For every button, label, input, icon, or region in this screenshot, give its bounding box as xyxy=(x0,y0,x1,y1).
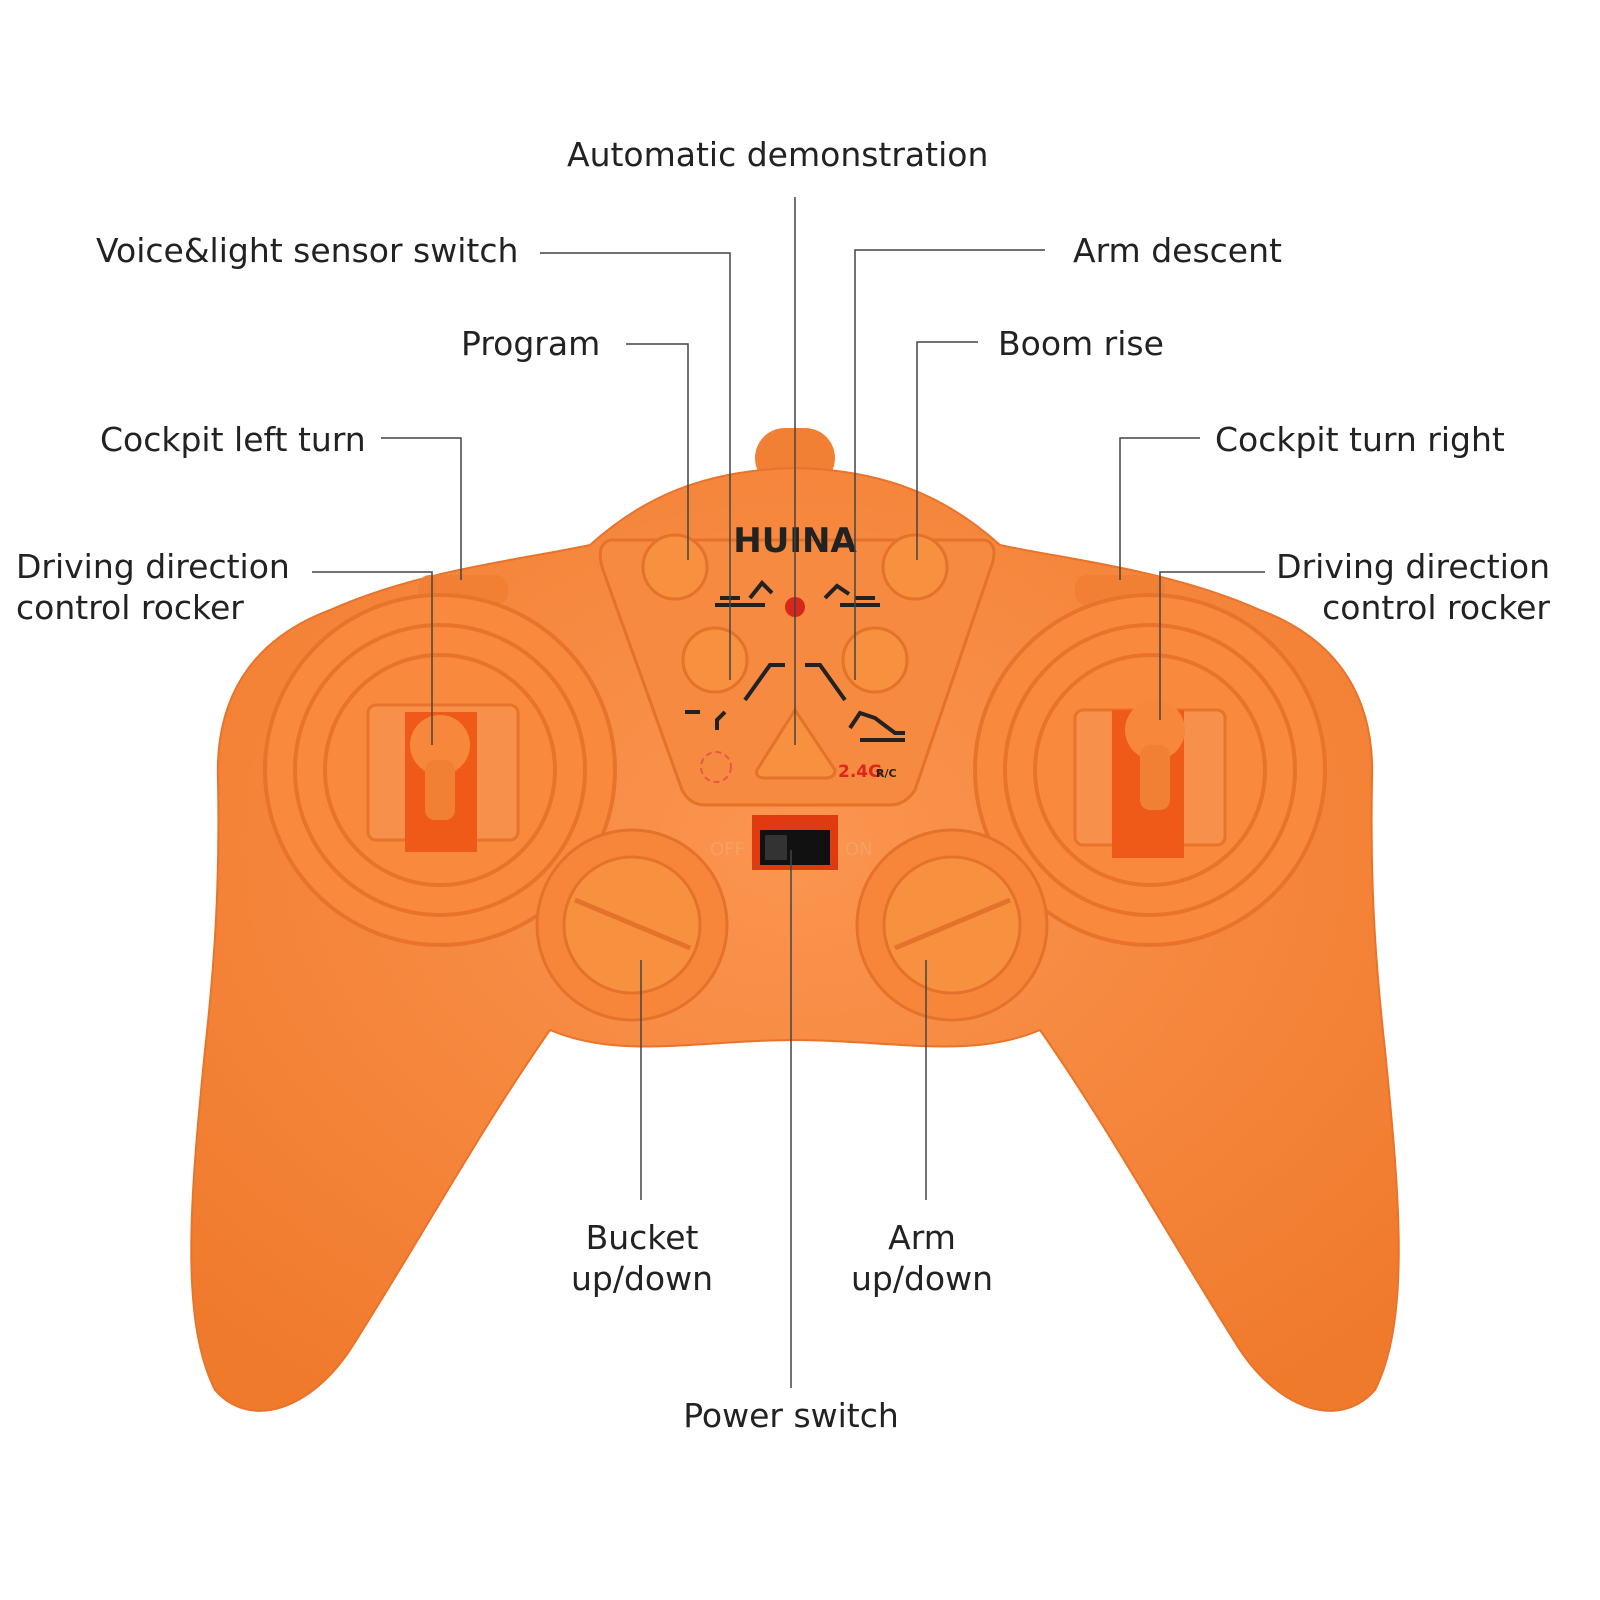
label-arm-line2: up/down xyxy=(850,1259,994,1298)
voice-light-button[interactable] xyxy=(681,626,749,694)
label-left-rocker: Driving direction control rocker xyxy=(16,546,290,628)
power-switch[interactable] xyxy=(752,815,838,870)
rc-label: R/C xyxy=(876,767,897,780)
program-button[interactable] xyxy=(641,533,709,601)
label-automatic-demonstration: Automatic demonstration xyxy=(567,135,989,174)
arm-dial[interactable] xyxy=(855,828,1049,1022)
label-arm-line1: Arm xyxy=(888,1218,956,1257)
label-right-rocker: Driving direction control rocker xyxy=(1276,546,1550,628)
left-rocker xyxy=(366,703,520,852)
auto-demo-button[interactable] xyxy=(755,707,837,780)
label-cockpit-left-turn: Cockpit left turn xyxy=(100,420,366,459)
label-right-rocker-line2: control rocker xyxy=(1322,588,1550,627)
right-rocker xyxy=(1073,700,1227,858)
on-label: ON xyxy=(845,839,873,860)
label-right-rocker-line1: Driving direction xyxy=(1276,547,1550,586)
bucket-dial[interactable] xyxy=(535,828,729,1022)
label-bucket-line2: up/down xyxy=(570,1259,714,1298)
label-power-switch: Power switch xyxy=(683,1396,899,1435)
frequency-label: 2.4G xyxy=(838,762,882,782)
label-left-rocker-line1: Driving direction xyxy=(16,547,290,586)
label-bucket: Bucket up/down xyxy=(542,1217,742,1299)
vehicle-icon xyxy=(700,751,732,783)
label-voice-light-switch: Voice&light sensor switch xyxy=(96,231,519,270)
leader-lines xyxy=(312,197,1265,1388)
label-arm-descent: Arm descent xyxy=(1073,231,1282,270)
boom-rise-button[interactable] xyxy=(881,533,949,601)
label-program: Program xyxy=(461,324,601,363)
label-arm: Arm up/down xyxy=(822,1217,1022,1299)
label-cockpit-turn-right: Cockpit turn right xyxy=(1215,420,1505,459)
label-bucket-line1: Bucket xyxy=(585,1218,699,1257)
off-label: OFF xyxy=(710,839,745,860)
label-boom-rise: Boom rise xyxy=(998,324,1164,363)
arm-descent-button[interactable] xyxy=(841,626,909,694)
excavator-icons xyxy=(685,580,905,742)
label-left-rocker-line2: control rocker xyxy=(16,588,244,627)
